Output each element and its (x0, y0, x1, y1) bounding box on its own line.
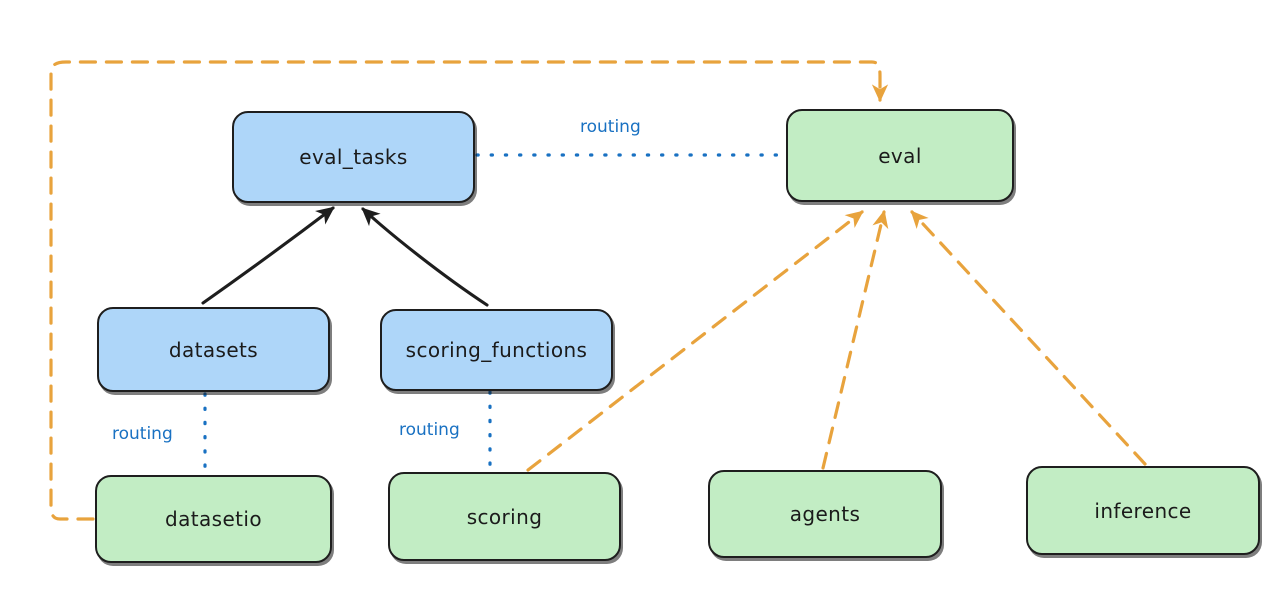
edge-label-routing-datasets: routing (112, 424, 173, 444)
edge-inference-to-eval-dependency (910, 210, 1147, 466)
node-inference[interactable]: inference (1026, 466, 1260, 555)
edge-label-routing-eval: routing (580, 117, 641, 137)
node-agents[interactable]: agents (708, 470, 942, 558)
node-label-eval_tasks: eval_tasks (299, 145, 408, 169)
node-label-agents: agents (789, 502, 861, 526)
node-label-inference: inference (1094, 498, 1192, 523)
edge-agents-to-eval-dependency (821, 209, 889, 470)
edge-label-routing-scoring: routing (399, 420, 460, 440)
node-label-eval: eval (878, 143, 922, 168)
edge-scoring-functions-to-eval-tasks (361, 207, 489, 307)
node-scoring[interactable]: scoring (388, 472, 621, 561)
node-label-datasets: datasets (168, 337, 259, 362)
node-eval_tasks[interactable]: eval_tasks (232, 111, 475, 203)
node-datasets[interactable]: datasets (97, 307, 330, 392)
node-label-scoring_functions: scoring_functions (405, 338, 588, 362)
node-label-datasetio: datasetio (164, 507, 262, 531)
node-eval[interactable]: eval (786, 109, 1014, 202)
node-label-scoring: scoring (466, 504, 543, 529)
node-scoring_functions[interactable]: scoring_functions (380, 309, 613, 391)
node-datasetio[interactable]: datasetio (95, 475, 332, 563)
edge-datasets-to-eval-tasks (201, 206, 335, 305)
